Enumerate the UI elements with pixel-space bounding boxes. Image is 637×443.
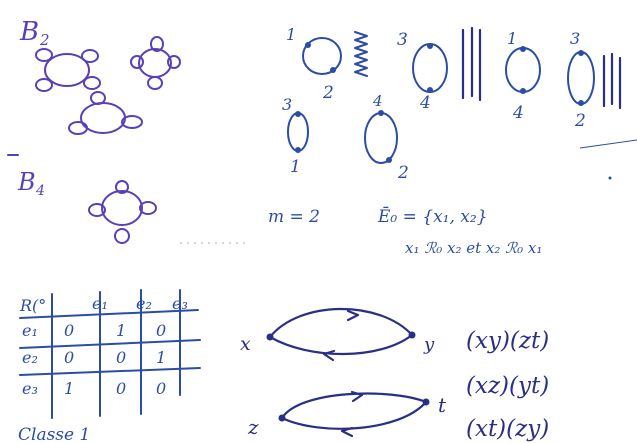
table-row-label: e₃: [22, 379, 38, 398]
b2-sketch: [35, 36, 181, 135]
table-corner-label: R(°: [19, 296, 46, 315]
atom-lobe: [167, 55, 181, 69]
atom-lobe: [68, 121, 88, 135]
graph6-bottom-label: 2: [397, 163, 409, 183]
stray-line: [579, 139, 637, 149]
vertex-z-label: z: [247, 415, 259, 439]
b2-label: B 2: [19, 17, 50, 49]
table-cell: 0: [64, 321, 74, 340]
atom-lobe: [35, 78, 53, 92]
loop-graph-3: [505, 47, 541, 93]
table-cell: 0: [156, 379, 166, 398]
graph5-top-label: 3: [282, 95, 292, 114]
graph1-top-label: 1: [286, 25, 296, 44]
b4-sketch: [88, 180, 157, 244]
atom-lobe: [114, 228, 130, 244]
loop-graph-6: [364, 112, 398, 164]
graph4-top-label: 3: [570, 29, 580, 48]
pairing-2: (xz)(yt): [466, 373, 549, 399]
table-cell: 0: [116, 348, 126, 367]
arrow-right-icon: [346, 309, 360, 322]
atom-lobe: [88, 203, 106, 217]
atom-lobe: [81, 49, 99, 63]
relation-equation: x₁ ℛ₀ x₂ et x₂ ℛ₀ x₁: [405, 239, 542, 257]
table-caption: Classe 1: [18, 425, 90, 443]
atom-lobe: [83, 76, 101, 90]
table-cell: 1: [116, 321, 126, 340]
table-row-label: e₂: [22, 348, 38, 367]
table-cell: 1: [64, 379, 74, 398]
graph1-bottom-label: 2: [322, 83, 334, 103]
arrow-left-icon: [340, 426, 354, 438]
vertex-y-label: y: [423, 334, 435, 355]
atom-lobe: [90, 91, 106, 105]
table-header-cell: e₁: [92, 294, 108, 313]
vertex-t-label: t: [438, 393, 447, 417]
atom-lobe: [121, 115, 143, 129]
atom-lobe: [115, 180, 129, 194]
vertex-x-label: x: [240, 333, 251, 355]
atom-lobe: [130, 55, 144, 69]
b4-label: B 4: [17, 168, 45, 199]
loop-graph-5: [287, 112, 309, 152]
table-header-cell: e₃: [172, 294, 188, 313]
b4-subscript: 4: [35, 183, 45, 199]
e0-set-equation: Ē₀ = {x₁, x₂}: [377, 206, 488, 227]
atom-circle: [101, 190, 143, 226]
atom-circle: [44, 53, 90, 87]
graph6-top-label: 4: [372, 92, 383, 110]
arrow-left-icon: [322, 349, 336, 362]
b2-subscript: 2: [39, 31, 50, 49]
arrow-right-icon: [350, 390, 364, 403]
m-equation: m = 2: [268, 207, 320, 227]
graph2-bottom-label: 4: [419, 93, 431, 113]
table-header-cell: e₂: [136, 294, 152, 313]
graph3-bottom-label: 4: [512, 103, 524, 123]
graph5-bottom-label: 1: [290, 157, 301, 177]
table-row-label: e₁: [22, 321, 38, 340]
loop-graph-1: [302, 37, 342, 75]
graph2-top-label: 3: [397, 30, 408, 50]
zigzag-divider: [354, 31, 368, 77]
atom-lobe: [150, 36, 164, 52]
b2-letter: B: [19, 17, 39, 47]
atom-lobe: [139, 201, 157, 215]
pairing-3: (xt)(zy): [466, 416, 549, 442]
table-cell: 0: [116, 379, 126, 398]
table-cell: 0: [156, 321, 166, 340]
atom-lobe: [147, 76, 163, 90]
table-cell: 1: [156, 348, 166, 367]
digraph-top: [268, 307, 414, 362]
digraph-bottom: [280, 390, 428, 438]
graph4-bottom-label: 2: [574, 111, 586, 131]
loop-graph-4: [567, 51, 595, 105]
table-cell: 0: [64, 348, 74, 367]
pairing-1: (xy)(zt): [466, 328, 549, 354]
b4-letter: B: [17, 168, 36, 196]
graph3-top-label: 1: [507, 29, 517, 48]
loop-graph-2: [412, 43, 448, 93]
relation-table-grid: [19, 289, 201, 419]
atom-lobe: [35, 48, 53, 62]
